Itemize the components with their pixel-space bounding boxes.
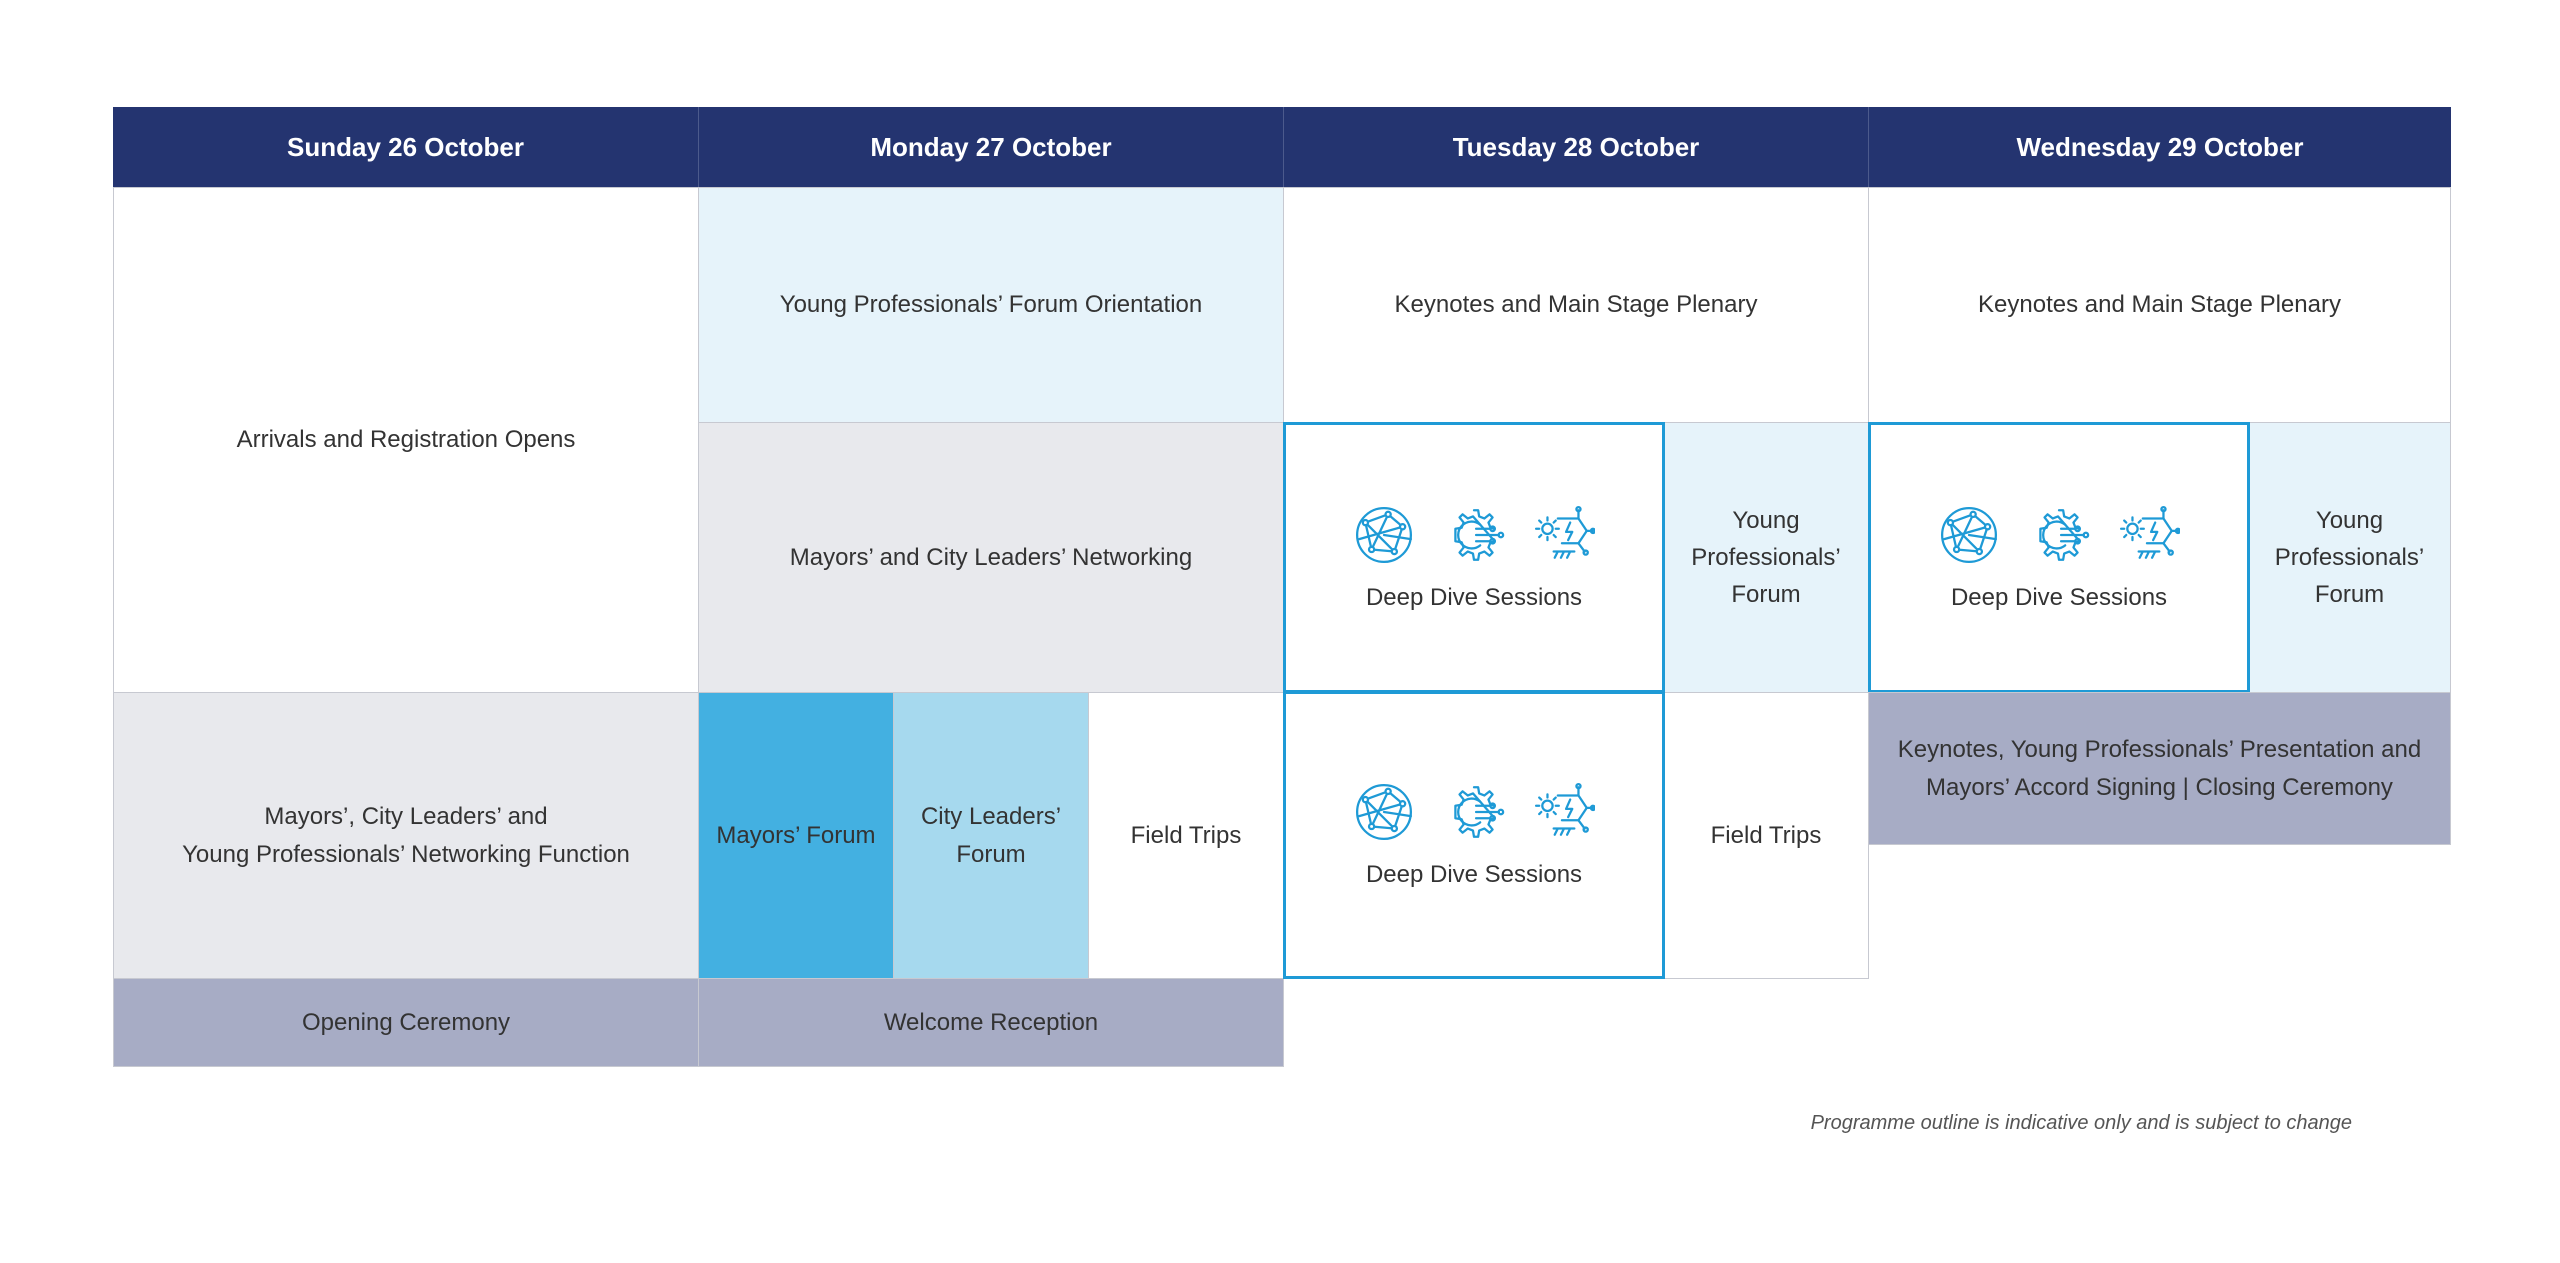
session-label: Young Professionals’ Forum xyxy=(2274,506,2425,609)
globe-network-icon xyxy=(1938,504,2000,566)
session-label: City Leaders’ Forum xyxy=(920,803,1062,868)
globe-network-icon xyxy=(1353,781,1415,843)
session-label: Young Professionals’ Forum Orientation xyxy=(779,291,1203,319)
session-keynotes-wednesday: Keynotes and Main Stage Plenary xyxy=(1868,187,2451,423)
session-label: Mayors’ and City Leaders’ Networking xyxy=(789,543,1193,571)
session-label: Deep Dive Sessions xyxy=(1365,583,1583,611)
session-mayors-forum: Mayors’ Forum xyxy=(698,692,894,979)
session-label: Mayors’ Forum xyxy=(716,821,876,849)
session-deep-dive-wednesday: Deep Dive Sessions xyxy=(1868,422,2250,693)
day-header-sunday: Sunday 26 October xyxy=(113,107,698,187)
session-label: Opening Ceremony xyxy=(301,1008,511,1036)
gear-circuit-icon xyxy=(1443,504,1505,566)
globe-network-icon xyxy=(1353,504,1415,566)
session-label: Arrivals and Registration Opens xyxy=(236,426,576,454)
session-keynotes-tuesday: Keynotes and Main Stage Plenary xyxy=(1283,187,1869,423)
session-closing-ceremony: Keynotes, Young Professionals’ Presentat… xyxy=(1868,692,2451,845)
deep-dive-icons xyxy=(1938,504,2180,566)
session-networking-function: Mayors’, City Leaders’ and Young Profess… xyxy=(113,692,699,979)
session-label: Mayors’, City Leaders’ and Young Profess… xyxy=(182,803,630,868)
day-header-tuesday: Tuesday 28 October xyxy=(1283,107,1868,187)
session-label: Keynotes and Main Stage Plenary xyxy=(1394,291,1758,319)
session-label: Keynotes and Main Stage Plenary xyxy=(1978,291,2341,319)
session-label: Keynotes, Young Professionals’ Presentat… xyxy=(1897,736,2422,801)
sun-energy-circuit-icon xyxy=(2118,504,2180,566)
session-opening-ceremony: Opening Ceremony xyxy=(113,978,699,1067)
session-yp-forum-wednesday: Young Professionals’ Forum xyxy=(2248,422,2451,693)
footnote: Programme outline is indicative only and… xyxy=(1810,1112,2352,1134)
session-deep-dive-tuesday-2: Deep Dive Sessions xyxy=(1283,691,1665,979)
session-deep-dive-tuesday-1: Deep Dive Sessions xyxy=(1283,422,1665,693)
session-yp-forum-orientation: Young Professionals’ Forum Orientation xyxy=(698,187,1284,423)
gear-circuit-icon xyxy=(2028,504,2090,566)
session-field-trips-tuesday: Field Trips xyxy=(1663,692,1869,979)
session-label: Welcome Reception xyxy=(883,1008,1099,1036)
session-label: Deep Dive Sessions xyxy=(1365,861,1583,888)
session-arrivals-registration: Arrivals and Registration Opens xyxy=(113,187,699,693)
session-label: Young Professionals’ Forum xyxy=(1691,506,1841,609)
session-label: Field Trips xyxy=(1130,821,1242,849)
gear-circuit-icon xyxy=(1443,781,1505,843)
deep-dive-icons xyxy=(1353,781,1595,843)
session-label: Deep Dive Sessions xyxy=(1950,583,2168,611)
deep-dive-icons xyxy=(1353,504,1595,566)
day-header-wednesday: Wednesday 29 October xyxy=(1868,107,2451,187)
session-mayors-city-leaders-networking: Mayors’ and City Leaders’ Networking xyxy=(698,422,1284,693)
sun-energy-circuit-icon xyxy=(1533,504,1595,566)
session-city-leaders-forum: City Leaders’ Forum xyxy=(893,692,1089,979)
sun-energy-circuit-icon xyxy=(1533,781,1595,843)
session-field-trips-monday: Field Trips xyxy=(1088,692,1284,979)
session-welcome-reception: Welcome Reception xyxy=(698,978,1284,1067)
session-yp-forum-tuesday: Young Professionals’ Forum xyxy=(1663,422,1869,693)
session-label: Field Trips xyxy=(1710,821,1822,849)
day-header-monday: Monday 27 October xyxy=(698,107,1283,187)
